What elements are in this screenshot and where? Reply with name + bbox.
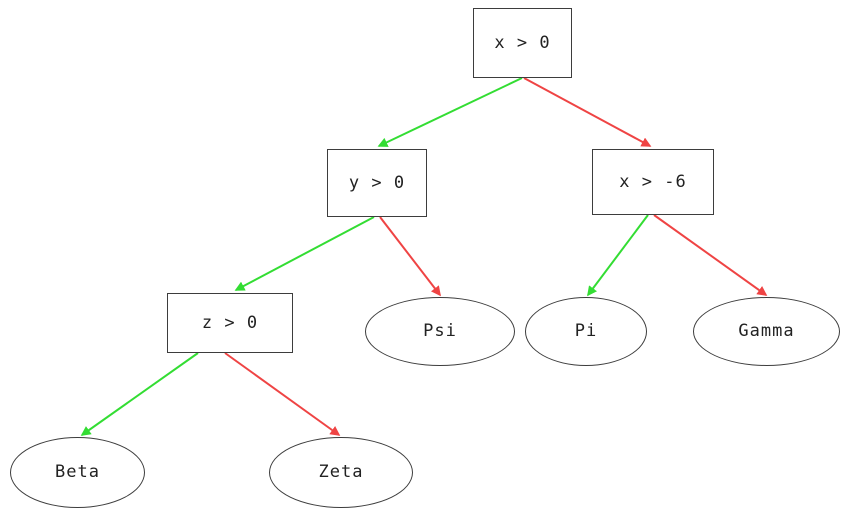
leaf-node-gamma[interactable]: Gamma (693, 297, 840, 366)
decision-node-root[interactable]: x > 0 (473, 8, 572, 78)
node-label: y > 0 (348, 172, 406, 193)
decision-node-y0[interactable]: y > 0 (327, 149, 427, 217)
edge-true-z0-to-beta (80, 352, 199, 436)
leaf-node-pi[interactable]: Pi (525, 297, 647, 366)
node-label: z > 0 (201, 312, 259, 333)
leaf-node-zeta[interactable]: Zeta (269, 437, 413, 508)
leaf-node-beta[interactable]: Beta (10, 437, 145, 508)
node-label: Gamma (738, 321, 795, 341)
decision-node-z0[interactable]: z > 0 (167, 293, 293, 353)
decision-node-xm6[interactable]: x > -6 (592, 149, 714, 215)
node-label: x > 0 (494, 32, 551, 53)
edge-false-y0-to-psi (379, 216, 441, 297)
edge-true-y0-to-z0 (234, 216, 375, 291)
node-label: Pi (574, 321, 598, 341)
edge-false-z0-to-zeta (224, 352, 341, 436)
node-label: x > -6 (619, 171, 687, 192)
leaf-node-psi[interactable]: Psi (365, 297, 515, 366)
node-label: Zeta (318, 462, 364, 482)
node-label: Beta (55, 462, 100, 482)
edge-true-root-to-y0 (377, 77, 523, 147)
edge-true-xm6-to-pi (587, 214, 649, 297)
edges-group (80, 77, 768, 436)
node-label: Psi (423, 321, 457, 341)
edge-false-root-to-xm6 (523, 77, 652, 147)
edge-false-xm6-to-gamma (653, 214, 768, 296)
